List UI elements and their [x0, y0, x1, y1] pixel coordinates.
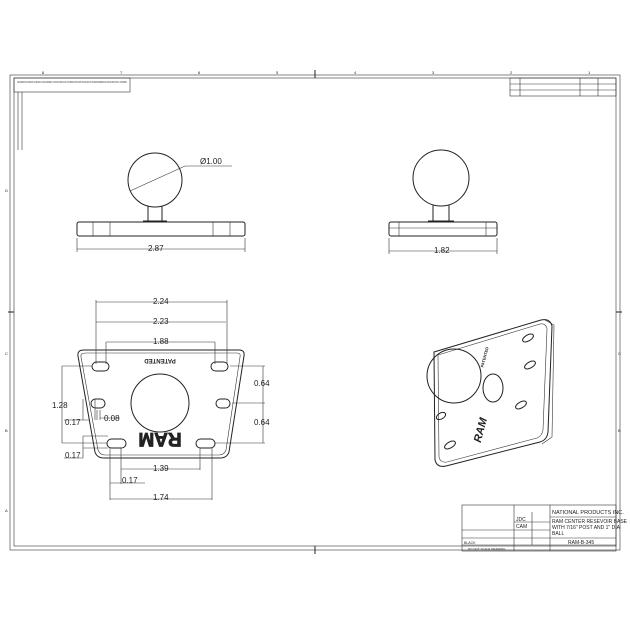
- scale-note: DO NOT SCALE DRAWING: [468, 547, 506, 551]
- dimension-label: 0.08: [104, 414, 120, 423]
- part-number: RAM-B-345: [568, 540, 594, 546]
- dimension-label: 0.64: [254, 418, 270, 427]
- dimension-label: 0.17: [65, 418, 81, 427]
- zone-label: 6: [198, 70, 201, 75]
- inner-border: [13, 77, 617, 547]
- proprietary-note: THE INFORMATION CONTAINED IN THIS DRAWIN…: [17, 80, 127, 84]
- zone-label: 4: [354, 70, 357, 75]
- zone-label: B: [618, 428, 621, 433]
- outer-border: [9, 74, 621, 551]
- dimension-label: 0.17: [65, 451, 81, 460]
- top-view: PATENTED RAM 2.24 2.23 1.88 0.64 0.64 1.…: [52, 297, 270, 502]
- dimension-label: 2.24: [153, 297, 169, 306]
- drawing-title-line-3: BALL: [552, 531, 564, 537]
- zone-label: 7: [120, 70, 123, 75]
- zone-label: B: [5, 428, 8, 433]
- dimension-label: 1.28: [52, 401, 68, 410]
- dimension-label: 1.82: [434, 246, 450, 255]
- front-view: Ø1.00 2.87: [76, 152, 246, 253]
- dimension-label: 1.39: [153, 464, 169, 473]
- drawing-title-line-2: WITH 7/16" POST AND 1" DIA: [552, 525, 621, 531]
- zone-label: 3: [432, 70, 435, 75]
- patented-marking: PATENTED: [144, 357, 176, 363]
- finish: BLACK: [464, 541, 476, 545]
- dimension-label: 2.23: [153, 317, 169, 326]
- zone-label: 2: [510, 70, 513, 75]
- zone-label: C: [618, 351, 621, 356]
- dimension-label: 0.17: [122, 476, 138, 485]
- note-box: [13, 77, 131, 93]
- zone-label: 5: [276, 70, 279, 75]
- title-block: NATIONAL PRODUCTS INC. RAM CENTER RESEVO…: [461, 504, 628, 552]
- dimension-label: 1.74: [153, 493, 169, 502]
- zone-label: D: [5, 188, 8, 193]
- patented-marking-iso: PATENTED: [479, 346, 489, 368]
- drawn-by: JDC: [516, 517, 526, 523]
- zone-labels-top: 8 7 6 5 4 3 2 1 D C B A C B: [5, 70, 621, 513]
- zone-label: 1: [588, 70, 591, 75]
- ram-logo-marking: RAM: [138, 428, 181, 449]
- dimension-label: 1.88: [153, 337, 169, 346]
- zone-label: C: [5, 351, 8, 356]
- zone-label: A: [5, 508, 8, 513]
- dimension-label: 2.87: [148, 244, 164, 253]
- dimension-label: Ø1.00: [200, 157, 222, 166]
- revision-table: [509, 77, 617, 97]
- drawing-title-line-1: RAM CENTER RESEVOIR BASE: [552, 519, 628, 525]
- zone-label: 8: [42, 70, 45, 75]
- checked-by: CAM: [516, 524, 527, 530]
- isometric-view: RAM PATENTED: [426, 319, 555, 467]
- ram-logo-marking-iso: RAM: [472, 416, 490, 444]
- dimension-label: 0.64: [254, 379, 270, 388]
- company-name: NATIONAL PRODUCTS INC.: [552, 510, 624, 516]
- side-view: 1.82: [388, 149, 498, 255]
